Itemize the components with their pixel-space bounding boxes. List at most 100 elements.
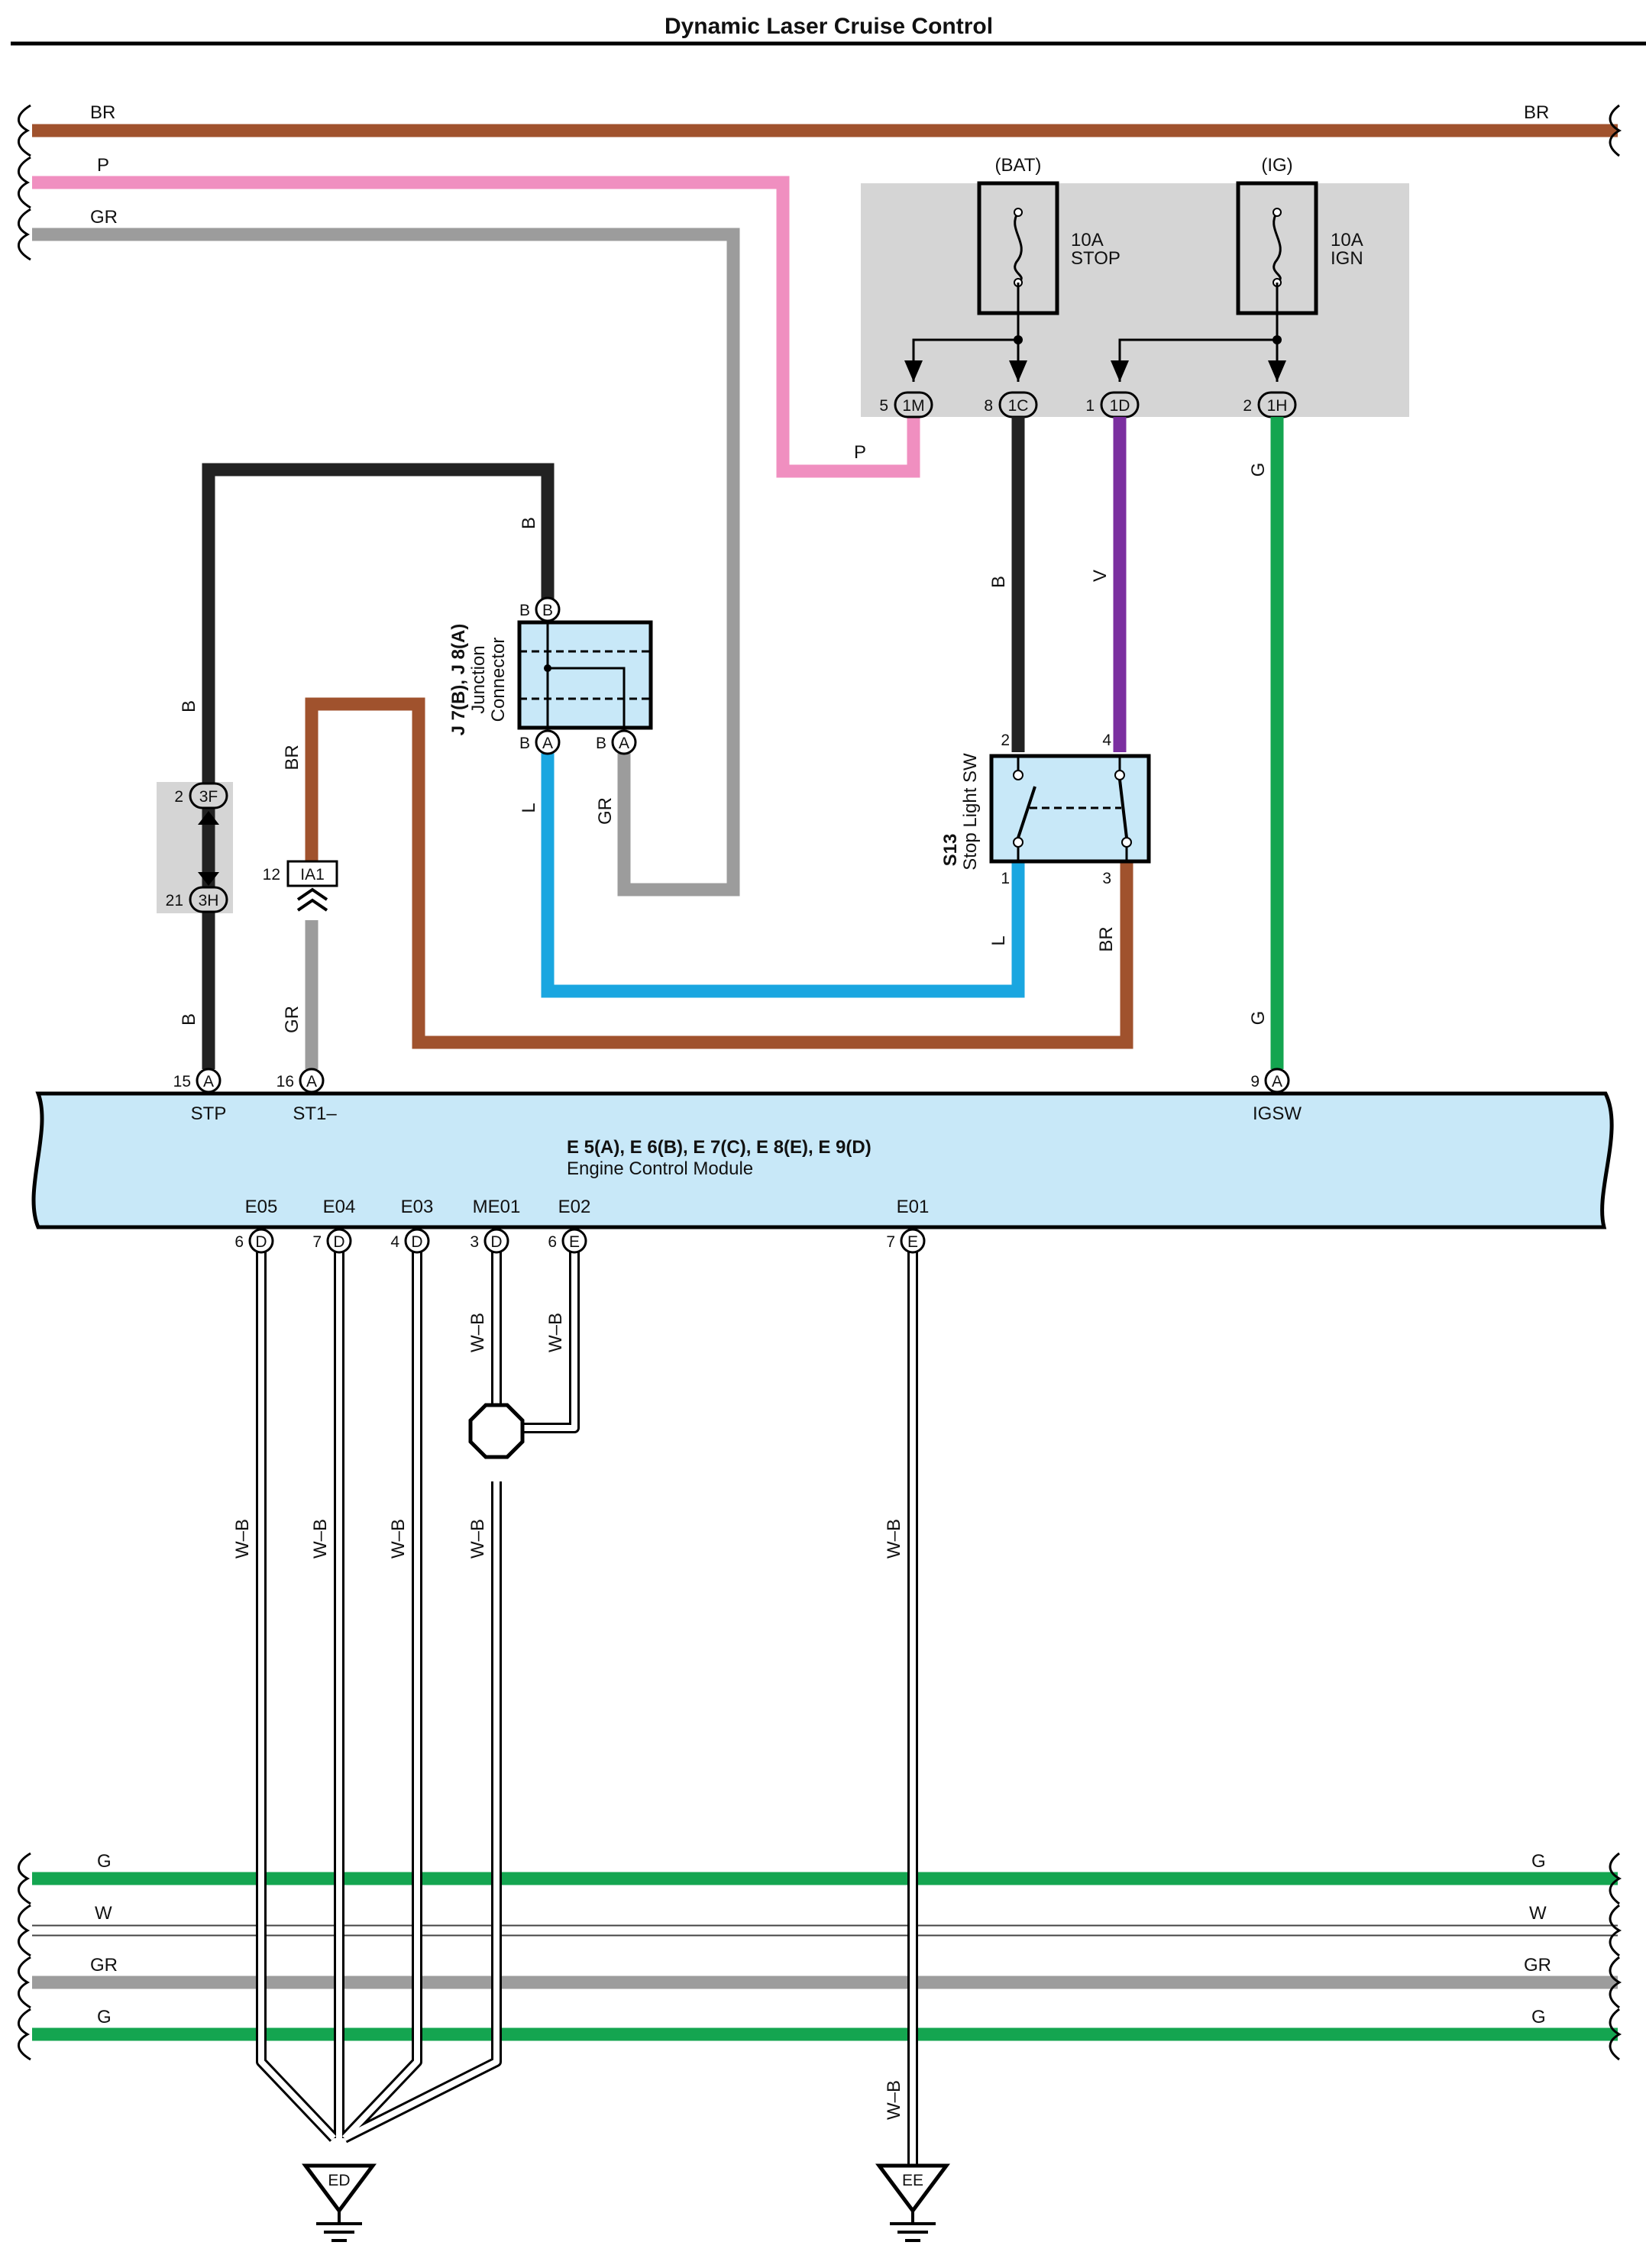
ecm-bottom-terminals: D 6 D 7 D 4 D 3 E 6 E 7 <box>234 1228 926 1254</box>
bottom-bus-g1: G G <box>18 1851 1622 1905</box>
bus-label-gr-left: GR <box>90 207 118 228</box>
svg-text:A: A <box>542 735 553 752</box>
wire-br-switch-to-ia1: BR BR <box>282 697 1133 1049</box>
wire-label-wb-e05: W–B <box>232 1519 253 1559</box>
svg-text:5: 5 <box>879 397 888 415</box>
svg-text:4: 4 <box>390 1233 399 1251</box>
svg-text:E: E <box>907 1233 918 1251</box>
wire-label-wb-e02: W–B <box>545 1313 566 1352</box>
fuse-box-background <box>861 183 1409 417</box>
wire-label-v-1d: V <box>1090 570 1111 582</box>
connector-ia1-pin: 12 <box>263 866 280 884</box>
connector-3h-id: 3H <box>199 892 219 909</box>
svg-text:7: 7 <box>886 1233 895 1251</box>
top-bus-gr: GR <box>18 207 740 897</box>
fuse-box-internal-wiring <box>912 283 1279 382</box>
wire-label-wb-e01-lower: W–B <box>884 2080 904 2120</box>
wire-label-g-1h-upper: G <box>1248 463 1269 477</box>
connector-ia1: IA1 12 <box>263 860 338 912</box>
switch-name: Stop Light SW <box>960 753 981 871</box>
svg-text:D: D <box>411 1233 422 1251</box>
ground-ed: ED <box>302 2163 377 2242</box>
connector-1m: 1M 5 <box>879 391 933 418</box>
svg-text:1H: 1H <box>1267 397 1288 415</box>
wire-label-br-switch: BR <box>1096 926 1117 951</box>
svg-text:D: D <box>333 1233 344 1251</box>
svg-text:B: B <box>519 735 530 752</box>
wire-v-1d: V <box>1090 417 1127 752</box>
svg-text:6: 6 <box>548 1233 557 1251</box>
ecm-terminal-e03: E03 <box>401 1197 434 1217</box>
bottom-bus-g2: G G <box>18 2007 1622 2061</box>
svg-text:GR: GR <box>90 1955 118 1976</box>
svg-text:A: A <box>203 1073 214 1090</box>
bus-label-p-left: P <box>97 155 109 176</box>
junction-top-pin-id: B <box>542 602 553 619</box>
junction-name-line2: Connector <box>488 638 509 722</box>
svg-text:A: A <box>306 1073 317 1090</box>
fuse-stop-element <box>1014 212 1023 284</box>
ecm-designation: E 5(A), E 6(B), E 7(C), E 8(E), E 9(D) <box>567 1137 872 1158</box>
wire-label-gr-junction: GR <box>595 797 616 825</box>
bottom-bus-w: W W <box>18 1903 1622 1957</box>
wire-label-b-stp-lower: B <box>179 1013 199 1026</box>
wire-b-1c: B <box>988 417 1025 752</box>
page-title: Dynamic Laser Cruise Control <box>665 14 993 39</box>
junction-bottom-pin-gr <box>611 729 637 755</box>
svg-text:D: D <box>255 1233 267 1251</box>
ecm-terminal-me01: ME01 <box>473 1197 521 1217</box>
connector-ia1-id: IA1 <box>300 866 325 884</box>
ecm-terminal-st1: ST1– <box>293 1103 337 1124</box>
svg-text:W: W <box>1529 1903 1547 1924</box>
junction-top-pin <box>535 596 561 622</box>
fuse-ign-source: (IG) <box>1261 155 1292 176</box>
wire-gr-st1: GR <box>282 920 319 1069</box>
fuse-stop-name: STOP <box>1071 248 1121 269</box>
svg-text:A: A <box>619 735 629 752</box>
svg-text:1C: 1C <box>1008 397 1029 415</box>
ecm-terminal-e05: E05 <box>245 1197 278 1217</box>
ground-wires-w-b <box>256 1241 918 2165</box>
wire-label-l-switch: L <box>988 935 1009 945</box>
svg-text:9: 9 <box>1250 1073 1260 1090</box>
ecm-terminal-igsw: IGSW <box>1253 1103 1302 1124</box>
switch-pin-2: 2 <box>1001 732 1010 749</box>
wire-l-junction-to-switch: L L <box>519 742 1025 998</box>
wire-label-wb-me01-upper: W–B <box>467 1313 488 1352</box>
connector-3h-pin: 21 <box>166 892 183 909</box>
ecm-terminal-e04: E04 <box>323 1197 356 1217</box>
connector-1h: 1H 2 <box>1243 391 1297 418</box>
engine-control-module: E 5(A), E 6(B), E 7(C), E 8(E), E 9(D) E… <box>31 1068 1614 1229</box>
top-bus-p: P P <box>18 155 920 478</box>
wire-label-gr-st1: GR <box>282 1006 302 1033</box>
wire-label-wb-e04: W–B <box>310 1519 331 1559</box>
stop-light-switch: 2 4 1 3 S13 Stop Light SW <box>940 732 1151 887</box>
wire-label-wb-e01-upper: W–B <box>884 1519 904 1559</box>
junction-name-line1: Junction <box>468 645 489 713</box>
ground-ee: EE <box>875 2163 950 2242</box>
svg-text:G: G <box>97 1851 112 1872</box>
fuse-box: (BAT) 10A STOP (IG) 10A IGN 1M 5 1C 8 <box>861 155 1409 418</box>
wire-label-br-ia1: BR <box>282 745 302 770</box>
switch-pin-4: 4 <box>1102 732 1111 749</box>
wire-b-stp: B B B <box>179 463 555 1069</box>
ecm-terminal-e01: E01 <box>897 1197 930 1217</box>
svg-text:E: E <box>569 1233 580 1251</box>
svg-text:GR: GR <box>1524 1955 1551 1976</box>
wire-label-l-junction: L <box>519 803 539 813</box>
bus-label-br-right: BR <box>1524 102 1549 123</box>
wire-label-g-1h-lower: G <box>1248 1011 1269 1026</box>
junction-designation: J 7(B), J 8(A) <box>448 624 469 736</box>
svg-text:A: A <box>1272 1073 1282 1090</box>
svg-text:16: 16 <box>276 1073 294 1090</box>
wire-label-p: P <box>854 442 866 463</box>
switch-designation: S13 <box>940 834 961 867</box>
svg-text:6: 6 <box>234 1233 244 1251</box>
fuse-stop-source: (BAT) <box>995 155 1042 176</box>
svg-text:1D: 1D <box>1110 397 1130 415</box>
ecm-name: Engine Control Module <box>567 1158 753 1179</box>
switch-pin-1: 1 <box>1001 870 1010 887</box>
svg-text:G: G <box>1531 1851 1546 1872</box>
connector-3f-pin: 2 <box>174 788 183 806</box>
